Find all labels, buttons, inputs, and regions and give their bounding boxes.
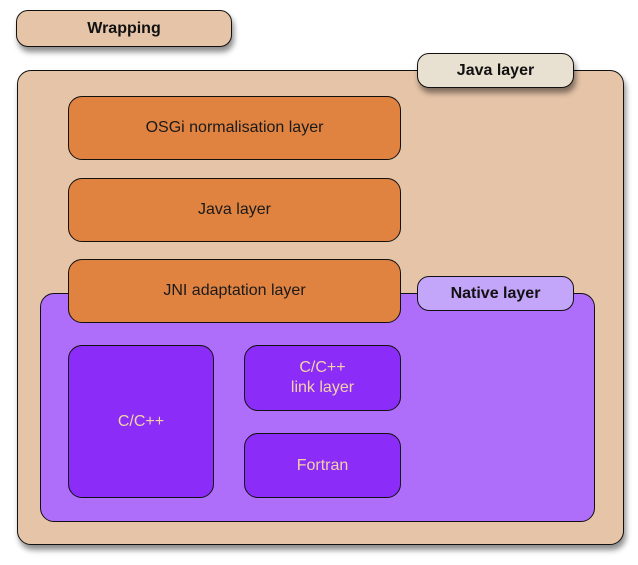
jni-adaptation-layer-box: JNI adaptation layer	[68, 259, 401, 323]
cpp-link-layer-label-line2: link layer	[290, 379, 355, 396]
wrapping-legend-tag: Wrapping	[16, 10, 232, 47]
jni-adaptation-layer-label: JNI adaptation layer	[163, 282, 306, 299]
osgi-normalisation-layer-label: OSGi normalisation layer	[145, 119, 324, 136]
cpp-link-layer-label-line1: C/C++	[299, 359, 346, 376]
fortran-box: Fortran	[244, 433, 401, 498]
osgi-normalisation-layer-box: OSGi normalisation layer	[68, 96, 401, 160]
native-layer-tag: Native layer	[417, 276, 574, 311]
wrapping-legend-label: Wrapping	[87, 19, 161, 37]
cpp-box: C/C++	[68, 345, 214, 498]
java-layer-box: Java layer	[68, 178, 401, 242]
native-layer-tag-label: Native layer	[450, 284, 541, 302]
java-layer-tag-label: Java layer	[456, 61, 535, 79]
java-layer-label: Java layer	[198, 201, 271, 218]
java-layer-tag: Java layer	[417, 53, 574, 88]
fortran-label: Fortran	[296, 456, 349, 474]
cpp-link-layer-label: C/C++ link layer	[291, 358, 354, 398]
cpp-link-layer-box: C/C++ link layer	[244, 345, 401, 411]
cpp-label: C/C++	[117, 412, 165, 430]
